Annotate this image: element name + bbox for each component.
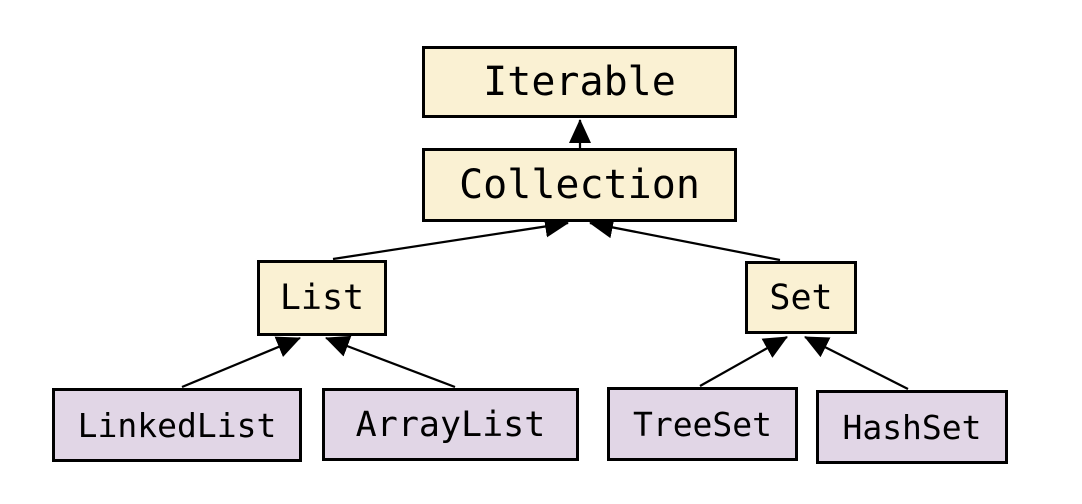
node-iterable-label: Iterable	[483, 59, 676, 105]
node-linkedlist: LinkedList	[52, 388, 302, 462]
node-hashset: HashSet	[816, 390, 1008, 464]
edge-hashset-to-set	[804, 335, 909, 391]
node-set: Set	[745, 261, 857, 334]
node-treeset-label: TreeSet	[632, 404, 773, 444]
edge-treeset-to-set	[699, 336, 788, 387]
edge-list-to-collection	[332, 215, 569, 261]
node-arraylist: ArrayList	[322, 388, 579, 461]
node-collection-label: Collection	[459, 162, 700, 208]
node-list: List	[257, 260, 387, 336]
edge-arraylist-to-list	[325, 335, 456, 389]
edge-linkedlist-to-list	[181, 336, 301, 389]
node-linkedlist-label: LinkedList	[77, 405, 277, 445]
node-list-label: List	[279, 278, 365, 318]
node-arraylist-label: ArrayList	[355, 404, 546, 445]
node-treeset: TreeSet	[607, 387, 798, 461]
node-collection: Collection	[422, 148, 737, 222]
node-set-label: Set	[769, 277, 833, 318]
node-iterable: Iterable	[422, 46, 737, 118]
edge-set-to-collection	[589, 216, 781, 262]
node-hashset-label: HashSet	[842, 407, 982, 447]
